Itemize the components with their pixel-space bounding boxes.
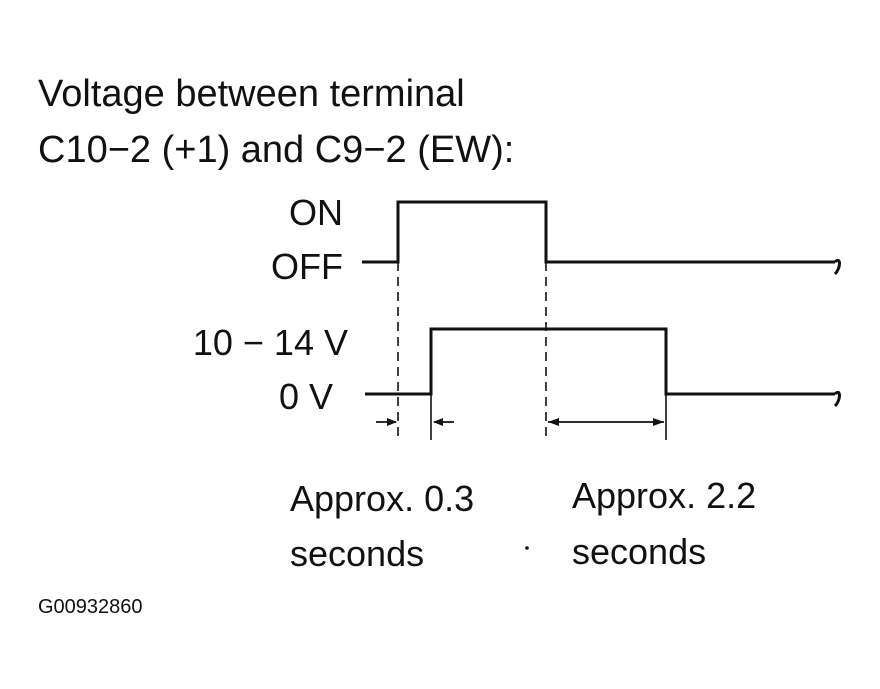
signal2-break-mark bbox=[833, 391, 841, 408]
signal1-off-label: OFF bbox=[271, 246, 343, 287]
interval2-arrowhead-left bbox=[548, 418, 559, 426]
signal2-high-label: 10 − 14 V bbox=[193, 322, 348, 363]
signal2-low-label: 0 V bbox=[279, 376, 333, 417]
signal2-waveform bbox=[365, 327, 835, 396]
interval1-label-line-2: seconds bbox=[290, 533, 424, 574]
interval1-arrowhead-right bbox=[433, 418, 443, 426]
interval1-label-line-1: Approx. 0.3 bbox=[290, 478, 474, 519]
title-line-1: Voltage between terminal bbox=[38, 73, 465, 115]
signal1-waveform bbox=[362, 200, 835, 264]
signal1-on-label: ON bbox=[289, 192, 343, 233]
interval1-arrowhead-left bbox=[387, 418, 397, 426]
figure-id: G00932860 bbox=[38, 596, 143, 618]
title-line-2: C10−2 (+1) and C9−2 (EW): bbox=[38, 129, 514, 171]
scan-speck bbox=[525, 546, 529, 550]
interval2-label-line-1: Approx. 2.2 bbox=[572, 475, 756, 516]
signal1-break-mark bbox=[833, 259, 841, 276]
interval2-arrowhead-right bbox=[653, 418, 664, 426]
interval2-label-line-2: seconds bbox=[572, 531, 706, 572]
